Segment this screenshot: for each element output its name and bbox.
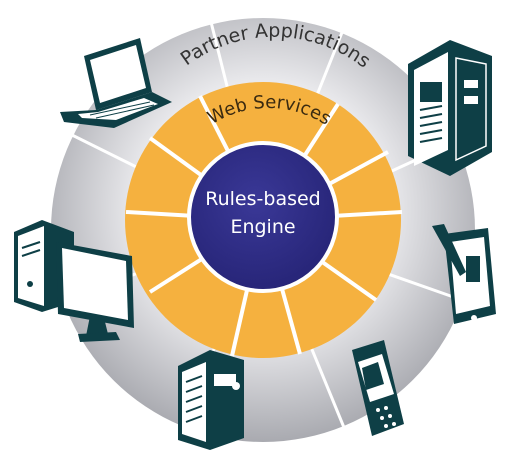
laptop-icon (60, 38, 172, 128)
mobile-phone-icon (352, 340, 404, 436)
server-icon (408, 40, 492, 176)
desktop-computer-icon (14, 220, 134, 342)
core-label-line2: Engine (230, 216, 295, 238)
tablet-icon (432, 224, 496, 324)
core-label-line1: Rules-based (205, 188, 320, 210)
tower-server-icon (178, 350, 244, 450)
rules-engine-core (187, 141, 339, 293)
